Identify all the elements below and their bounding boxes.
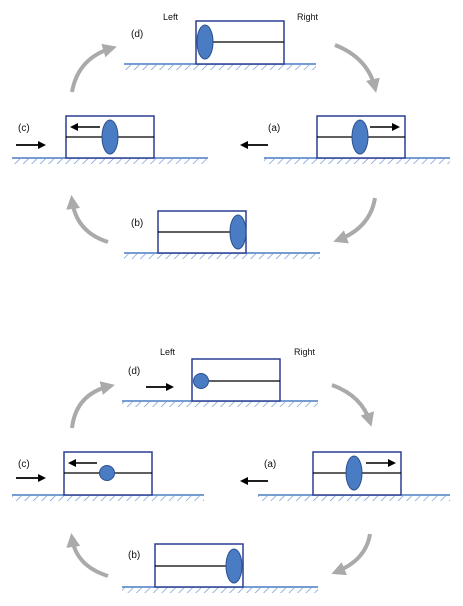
cycle-diagram-top-svg: Left Right (d) (a) (b) (c) (12, 12, 450, 259)
ground-hatch (264, 158, 450, 164)
cycle-arrow-c-to-d (70, 381, 115, 429)
panel-d-label: (d) (131, 29, 143, 40)
cycle-arrow-c-to-d (70, 43, 117, 93)
ground-hatch (12, 158, 208, 164)
cycle-diagram-top: Left Right (d) (a) (b) (c) (0, 0, 463, 290)
panel-b: (b) (122, 543, 318, 593)
ground-hatch (122, 401, 318, 407)
ground-hatch (124, 253, 320, 259)
cycle-diagram-bottom-svg: Left Right (d) (a) (b) (c) (12, 347, 450, 593)
panel-b-label: (b) (131, 218, 143, 229)
piston (193, 373, 209, 389)
cycle-arrow-b-to-c (66, 533, 109, 578)
panel-a: (a) (240, 451, 450, 501)
cycle-diagram-bottom: Left Right (d) (a) (b) (c) (0, 330, 463, 606)
label-left: Left (160, 347, 176, 357)
piston (101, 119, 119, 155)
piston (351, 119, 369, 155)
piston (345, 455, 363, 491)
panel-c: (c) (12, 451, 204, 501)
panel-c-label: (c) (18, 123, 30, 134)
panel-a-label: (a) (268, 123, 280, 134)
piston (229, 214, 247, 250)
ground-hatch (258, 495, 450, 501)
panel-a: (a) (240, 115, 450, 164)
cycle-arrow-d-to-a (331, 383, 375, 427)
piston (99, 465, 115, 481)
panel-d: (d) (122, 358, 318, 407)
ground-hatch (122, 587, 318, 593)
panel-b: (b) (124, 210, 320, 259)
ground-hatch (12, 495, 204, 501)
panel-d: (d) (124, 20, 316, 70)
panel-d-label: (d) (128, 366, 140, 377)
cycle-arrow-a-to-b (331, 533, 372, 576)
label-right: Right (297, 12, 319, 22)
label-left: Left (163, 12, 179, 22)
cycle-arrow-b-to-c (66, 195, 109, 244)
cycle-arrow-d-to-a (334, 43, 380, 93)
panel-c-label: (c) (18, 459, 30, 470)
ground-hatch (124, 64, 316, 70)
panel-a-label: (a) (264, 459, 276, 470)
label-right: Right (294, 347, 316, 357)
cycle-arrow-a-to-b (333, 197, 377, 244)
panel-b-label: (b) (128, 550, 140, 561)
piston (196, 24, 214, 60)
panel-c: (c) (12, 115, 208, 164)
piston (225, 548, 243, 584)
